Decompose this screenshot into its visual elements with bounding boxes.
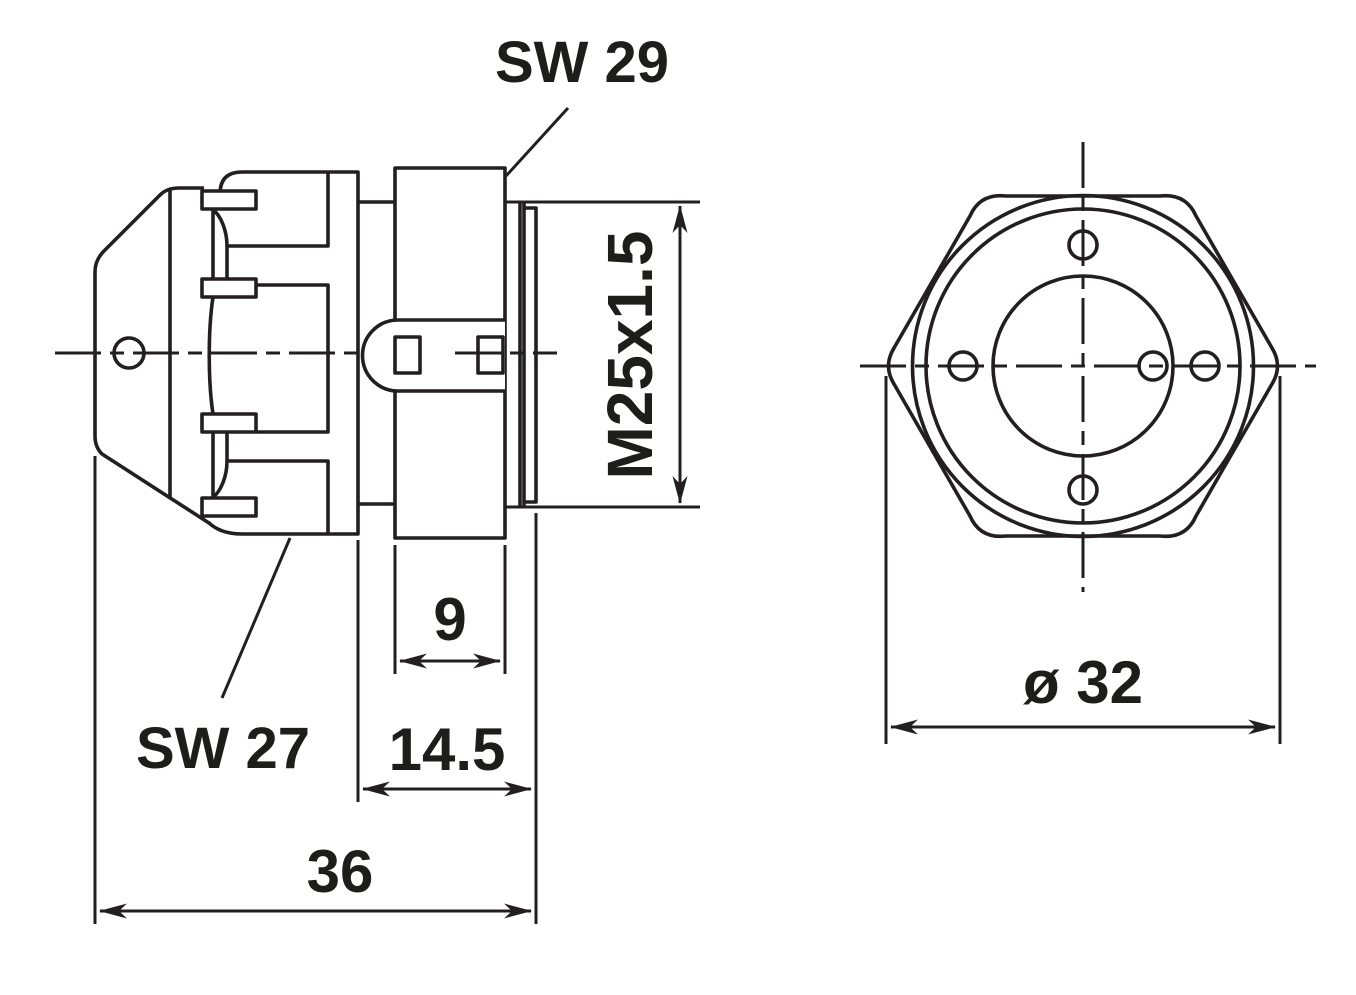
slot-tab: [476, 335, 505, 375]
bayonet-slot: [360, 318, 505, 393]
dim-diameter-32-value: ø 32: [1023, 649, 1143, 716]
thread-washer: [518, 202, 538, 507]
middle-window: [256, 283, 330, 434]
hole-inner-right: [1137, 350, 1169, 382]
label-sw27-group: SW 27: [136, 537, 310, 781]
neck: [358, 200, 395, 506]
lamella-tab: [200, 496, 258, 518]
dimension-diameter-32: ø 32: [884, 376, 1282, 744]
hole-right: [1189, 350, 1221, 382]
dimension-9: 9: [393, 545, 507, 674]
dim-36-value: 36: [307, 838, 374, 905]
dimension-14-5: 14.5: [356, 540, 532, 802]
hole-bottom: [1067, 474, 1099, 506]
sw29-leader-line: [504, 106, 570, 178]
lamella-edge-bowed: [207, 296, 215, 415]
front-view: ø 32: [860, 142, 1316, 744]
dome-cap: [93, 186, 210, 525]
dome-vent-hole: [112, 336, 146, 370]
dimension-36: 36: [93, 456, 538, 924]
label-thread-m25: M25x1.5: [594, 230, 666, 479]
lamella-tab: [200, 277, 258, 299]
dome-cap-outline: [93, 186, 210, 525]
hole-top: [1067, 229, 1099, 261]
hex-outline: [886, 193, 1280, 539]
side-view: M25x1.5 9 14.5 36 SW 29: [55, 30, 700, 924]
mounting-holes: [947, 229, 1221, 506]
slot-tab: [393, 335, 422, 375]
chamfer-circle: [924, 207, 1242, 525]
outer-face-circle: [910, 193, 1256, 539]
cap-nut-body: [206, 170, 360, 536]
center-bore-circle: [991, 274, 1175, 458]
hole-left: [947, 350, 979, 382]
cap-nut-outline: [206, 170, 360, 536]
label-sw29-group: SW 29: [495, 30, 669, 178]
label-sw27: SW 27: [136, 716, 310, 781]
label-sw29: SW 29: [495, 30, 669, 95]
sw27-leader-line: [220, 537, 292, 699]
dim-9-value: 9: [433, 586, 466, 653]
lamella-tab: [200, 189, 258, 211]
dimension-m25: M25x1.5: [505, 200, 700, 509]
clamp-lamellas: [200, 173, 330, 533]
washer-face: [524, 206, 538, 504]
lamella-tab: [200, 412, 258, 434]
slot-outline: [360, 318, 505, 393]
dim-14-5-value: 14.5: [389, 716, 506, 783]
